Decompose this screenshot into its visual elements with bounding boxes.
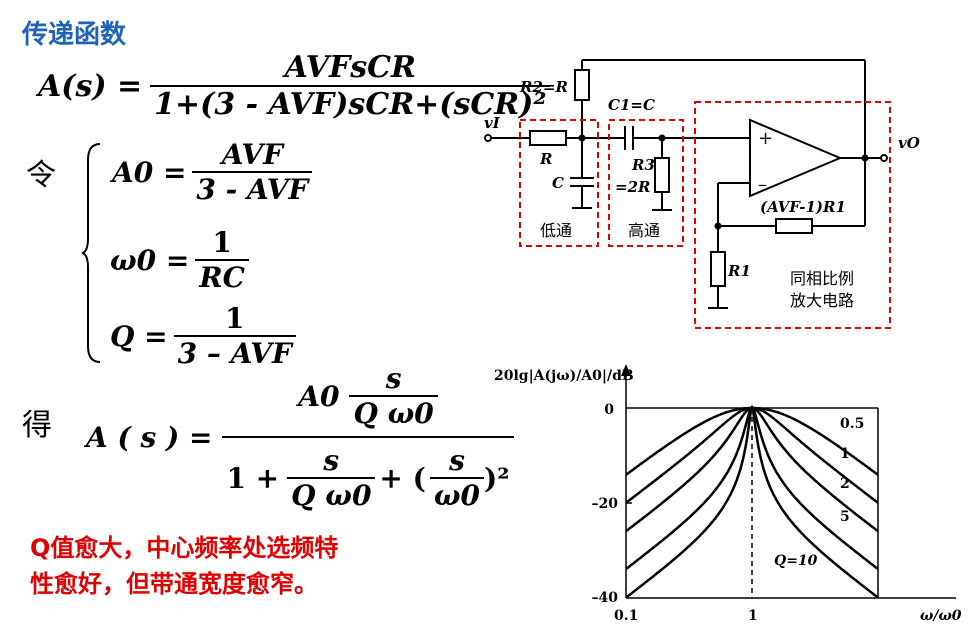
r-label: R bbox=[539, 150, 552, 168]
c1-label: C1=C bbox=[608, 96, 655, 114]
result-lhs: A ( s ) = bbox=[86, 420, 213, 454]
result-den-close: )² bbox=[484, 461, 510, 495]
y-axis-label: 20lg|A(jω)/A0|/dB bbox=[494, 368, 634, 384]
y-axis-arrow bbox=[621, 364, 631, 376]
result-den-one: 1 + bbox=[226, 461, 280, 495]
w0-lhs: ω0 = bbox=[110, 243, 190, 277]
result-den-s2: s bbox=[449, 444, 465, 477]
series-label-q-5: 5 bbox=[840, 509, 850, 525]
series-label-q-2: 2 bbox=[840, 476, 850, 492]
conclusion-text: Q值愈大，中心频率处选频特 性愈好，但带通宽度愈窄。 bbox=[30, 530, 338, 602]
w0-numerator: 1 bbox=[212, 226, 232, 259]
result-num-s: s bbox=[385, 362, 402, 395]
bode-chart: 20lg|A(jω)/A0|/dB ω/ω0 0 –20 –40 0.1 1 0… bbox=[494, 364, 962, 624]
c-label: C bbox=[552, 174, 564, 192]
amplifier-label-line-1: 同相比例 bbox=[790, 269, 854, 288]
transfer-function-formula: A(s) = AVFsCR 1+(3 - AVF)sCR+(sCR)² bbox=[38, 50, 551, 122]
y-tick-minus-20: –20 bbox=[592, 496, 619, 512]
circuit-diagram: vI vO R2=R C1=C R C R3 =2R (AVF-1)R1 R1 … bbox=[484, 59, 920, 329]
x-axis-label: ω/ω0 bbox=[920, 608, 962, 624]
x-tick-0-1: 0.1 bbox=[614, 608, 638, 624]
result-num-Qw0: Q ω0 bbox=[349, 395, 438, 430]
curve-q-10 bbox=[625, 403, 879, 599]
formula-denominator: 1+(3 - AVF)sCR+(sCR)² bbox=[150, 85, 551, 122]
r3-label: R3 bbox=[631, 156, 655, 174]
vo-label: vO bbox=[898, 134, 920, 152]
r1-label: R1 bbox=[727, 262, 751, 280]
result-den-s: s bbox=[323, 444, 340, 477]
result-num-A0: A0 bbox=[298, 379, 340, 413]
lowpass-label: 低通 bbox=[540, 221, 572, 240]
r3-value-label: =2R bbox=[615, 178, 650, 196]
conclusion-line-2: 性愈好，但带通宽度愈窄。 bbox=[30, 570, 318, 598]
result-den-Qw0: Q ω0 bbox=[287, 477, 376, 512]
page-title: 传递函数 bbox=[22, 20, 127, 50]
feedback-resistor-label: (AVF-1)R1 bbox=[760, 198, 846, 216]
A0-denominator: 3 - AVF bbox=[192, 171, 313, 206]
series-label-q-0-5: 0.5 bbox=[840, 416, 864, 432]
amplifier-label-line-2: 放大电路 bbox=[790, 291, 854, 310]
A0-numerator: AVF bbox=[221, 138, 284, 171]
result-den-plus: + ( bbox=[379, 461, 426, 495]
y-tick-minus-40: –40 bbox=[592, 590, 619, 606]
w0-denominator: RC bbox=[195, 259, 249, 294]
y-tick-0: 0 bbox=[604, 402, 614, 418]
Q-lhs: Q = bbox=[110, 319, 168, 353]
A0-lhs: A0 = bbox=[112, 155, 187, 189]
Q-numerator: 1 bbox=[225, 302, 245, 335]
plus-sign: + bbox=[758, 128, 773, 149]
result-den-w0: ω0 bbox=[429, 477, 485, 512]
formula-lhs: A(s) = bbox=[38, 68, 143, 104]
series-label-q-10: Q=10 bbox=[774, 553, 818, 569]
series-label-q-1: 1 bbox=[840, 446, 850, 462]
Q-denominator: 3 – AVF bbox=[173, 335, 296, 370]
let-label: 令 bbox=[26, 158, 56, 193]
r2-label: R2=R bbox=[519, 78, 568, 96]
get-label: 得 bbox=[22, 408, 52, 443]
vi-label: vI bbox=[484, 114, 501, 132]
conclusion-line-1: Q值愈大，中心频率处选频特 bbox=[30, 534, 339, 562]
highpass-label: 高通 bbox=[628, 221, 660, 240]
brace bbox=[81, 143, 101, 363]
minus-sign: – bbox=[758, 174, 767, 195]
formula-numerator: AVFsCR bbox=[284, 50, 416, 85]
x-tick-1: 1 bbox=[748, 608, 758, 624]
